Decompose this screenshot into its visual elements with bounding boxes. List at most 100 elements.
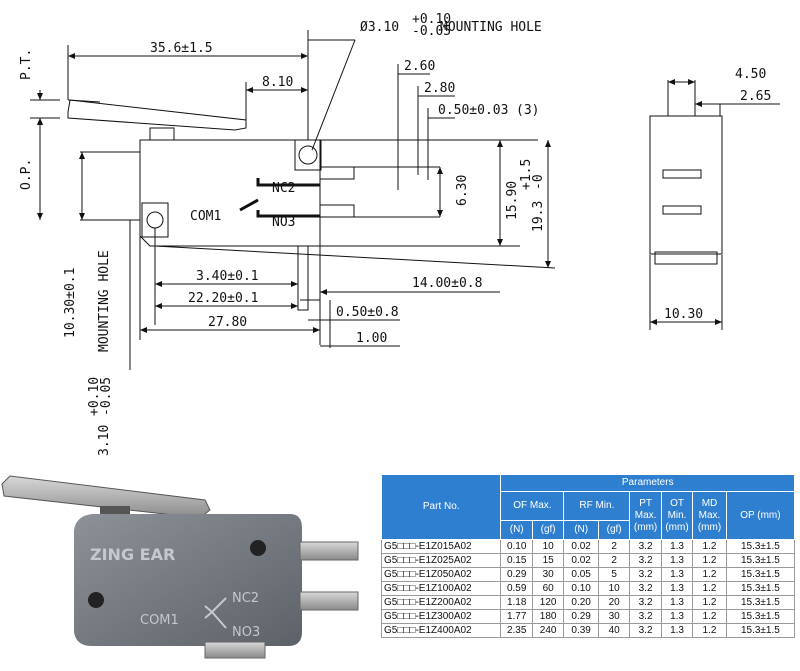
dim-15-90: 15.90: [505, 181, 520, 220]
cell-md: 1.2: [692, 553, 727, 568]
header-of-unit-gf: (gf): [531, 520, 565, 540]
header-rf: RF Min.: [563, 491, 631, 521]
cell-of-gf: 10: [531, 539, 565, 554]
header-parameters: Parameters: [500, 474, 795, 492]
cell-pt: 3.2: [629, 581, 662, 596]
header-of-unit-n: (N): [500, 520, 533, 540]
tolerance-plus-side: +0.10: [87, 377, 102, 416]
cell-ot: 1.3: [660, 595, 694, 610]
cell-md: 1.2: [692, 609, 727, 624]
cell-ot: 1.3: [660, 609, 694, 624]
photo-no3: NO3: [232, 625, 260, 640]
cell-of-gf: 60: [531, 581, 565, 596]
dim-2-60: 2.60: [404, 59, 435, 74]
label-nc2: NC2: [272, 181, 295, 196]
photo-brand: ZING EAR: [90, 545, 175, 564]
photo-switch-body: [74, 514, 302, 646]
cell-of-n: 1.18: [500, 595, 533, 610]
cell-part: G5□□□-E1Z300A02: [380, 609, 502, 624]
plunger: [149, 127, 175, 141]
dim-1-00: 1.00: [356, 331, 387, 346]
side-view-body: [649, 115, 723, 255]
cell-op: 15.3±1.5: [725, 595, 796, 610]
cell-rf-gf: 30: [597, 609, 631, 624]
mounting-hole-label-side: MOUNTING HOLE: [97, 250, 112, 352]
tolerance-minus-top: -0.05: [412, 24, 451, 39]
mounting-hole-dim-top: Ø3.10: [360, 20, 399, 35]
cell-pt: 3.2: [629, 553, 662, 568]
terminal-no: [319, 204, 355, 218]
cell-pt: 3.2: [629, 609, 662, 624]
product-photo: ZING EAR COM1 NC2 NO3: [1, 475, 359, 659]
cell-md: 1.2: [692, 623, 727, 638]
cell-rf-n: 0.29: [563, 609, 599, 624]
cell-md: 1.2: [692, 581, 727, 596]
cell-rf-n: 0.02: [563, 553, 599, 568]
cell-rf-gf: 10: [597, 581, 631, 596]
cell-op: 15.3±1.5: [725, 581, 796, 596]
cell-part: G5□□□-E1Z400A02: [380, 623, 502, 638]
mounting-hole-label-top: MOUNTING HOLE: [440, 20, 542, 35]
cell-ot: 1.3: [660, 567, 694, 582]
contact-wiring: [239, 178, 320, 218]
dim-19-3-plus: +1.5: [519, 159, 534, 190]
photo-com1: COM1: [140, 613, 179, 628]
dim-19-3: 19.3: [531, 201, 546, 232]
dim-8-10: 8.10: [262, 75, 293, 90]
cell-of-n: 0.59: [500, 581, 533, 596]
dim-6-30: 6.30: [455, 175, 470, 206]
mounting-hole-lower: [146, 211, 164, 229]
cell-ot: 1.3: [660, 553, 694, 568]
cell-rf-n: 0.39: [563, 623, 599, 638]
cell-rf-n: 0.05: [563, 567, 599, 582]
cell-rf-n: 0.20: [563, 595, 599, 610]
dim-10-30-mount: 10.30±0.1: [63, 268, 78, 338]
cell-of-gf: 15: [531, 553, 565, 568]
cell-rf-gf: 5: [597, 567, 631, 582]
dim-14-00: 14.00±0.8: [412, 276, 482, 291]
cell-pt: 3.2: [629, 595, 662, 610]
cell-op: 15.3±1.5: [725, 567, 796, 582]
cell-of-n: 0.15: [500, 553, 533, 568]
table-row: G5□□□-E1Z200A02 1.18 120 0.20 20 3.2 1.3…: [380, 595, 796, 610]
cell-of-gf: 180: [531, 609, 565, 624]
cell-ot: 1.3: [660, 539, 694, 554]
header-part-no: Part No.: [380, 474, 502, 540]
cell-pt: 3.2: [629, 567, 662, 582]
table-row: G5□□□-E1Z025A02 0.15 15 0.02 2 3.2 1.3 1…: [380, 553, 796, 568]
dim-4-50: 4.50: [735, 67, 766, 82]
lever-arm: [67, 99, 247, 131]
cell-rf-gf: 20: [597, 595, 631, 610]
dim-35-6: 35.6±1.5: [150, 41, 213, 56]
cell-of-gf: 120: [531, 595, 565, 610]
terminal-nc: [319, 166, 355, 180]
cell-op: 15.3±1.5: [725, 623, 796, 638]
header-md: MD Max. (mm): [692, 491, 727, 540]
cell-part: G5□□□-E1Z015A02: [380, 539, 502, 554]
cell-md: 1.2: [692, 539, 727, 554]
header-of: OF Max.: [500, 491, 565, 521]
dim-0-50-003: 0.50±0.03: [438, 103, 508, 118]
terminal-com: [297, 245, 309, 311]
cell-op: 15.3±1.5: [725, 553, 796, 568]
dim-3-40: 3.40±0.1: [196, 269, 259, 284]
table-row: G5□□□-E1Z400A02 2.35 240 0.39 40 3.2 1.3…: [380, 623, 796, 638]
dim-27-80: 27.80: [208, 315, 247, 330]
dim-22-20: 22.20±0.1: [188, 291, 258, 306]
tolerance-minus-side: -0.05: [99, 377, 114, 416]
cell-md: 1.2: [692, 595, 727, 610]
header-rf-unit-gf: (gf): [597, 520, 631, 540]
cell-rf-gf: 40: [597, 623, 631, 638]
dim-note-3: (3): [516, 103, 539, 118]
cell-pt: 3.2: [629, 623, 662, 638]
cell-op: 15.3±1.5: [725, 539, 796, 554]
cell-of-n: 2.35: [500, 623, 533, 638]
table-row: G5□□□-E1Z015A02 0.10 10 0.02 2 3.2 1.3 1…: [380, 539, 796, 554]
dim-2-80: 2.80: [424, 81, 455, 96]
cell-of-gf: 240: [531, 623, 565, 638]
cell-of-n: 0.29: [500, 567, 533, 582]
table-row: G5□□□-E1Z300A02 1.77 180 0.29 30 3.2 1.3…: [380, 609, 796, 624]
cell-part: G5□□□-E1Z100A02: [380, 581, 502, 596]
label-op: O.P.: [19, 159, 34, 190]
cell-ot: 1.3: [660, 581, 694, 596]
